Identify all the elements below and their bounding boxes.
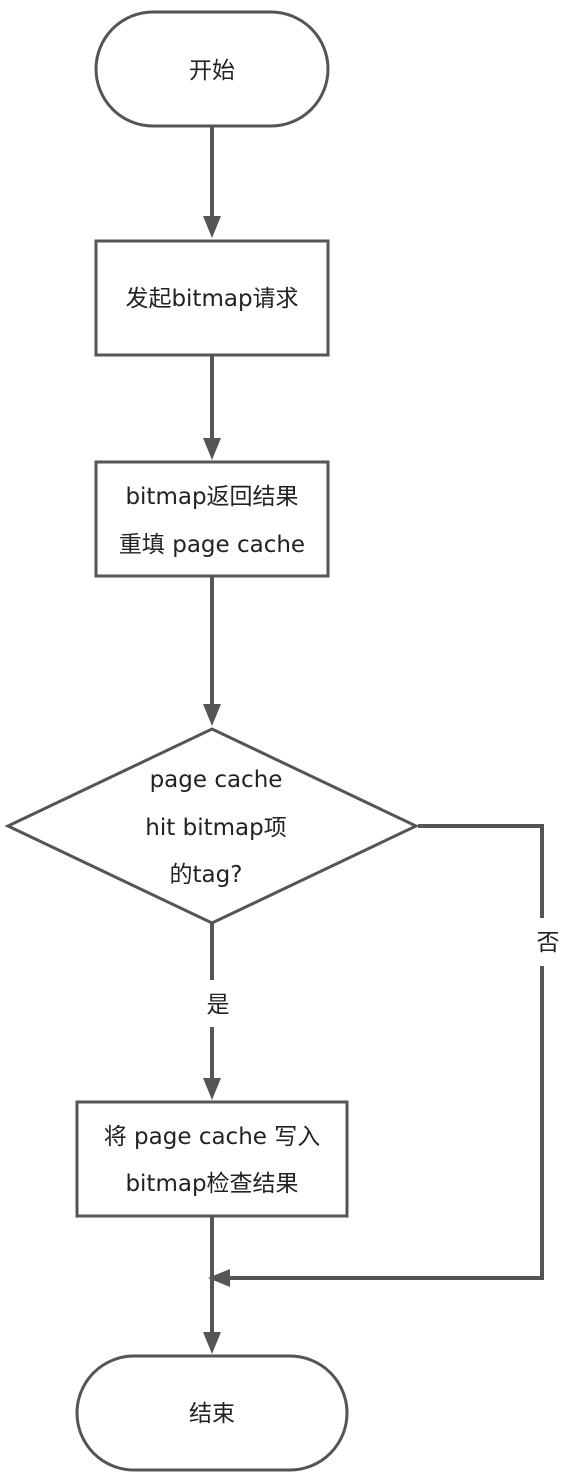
node-refill: bitmap返回结果 重填 page cache [94,460,330,578]
decision-diamond-shape [4,727,420,925]
yes-edge-label: 是 [207,992,230,1018]
write-process-shape [75,1100,349,1218]
decision-label-line3: 的tag? [170,862,243,888]
edge-decision-no-lower [228,966,544,1280]
write-label-line2: bitmap检查结果 [125,1171,298,1197]
decision-label-line2: hit bitmap项 [145,815,286,841]
refill-label-line2: 重填 page cache [119,532,305,558]
send-request-label: 发起bitmap请求 [125,286,298,312]
edges [203,127,544,1354]
node-end: 结束 [75,1354,349,1472]
send-request-process-shape [94,239,330,357]
arrowhead-start-to-request [203,216,221,238]
node-send-request: 发起bitmap请求 [94,239,330,357]
node-write: 将 page cache 写入 bitmap检查结果 [75,1100,349,1218]
refill-label-line1: bitmap返回结果 [125,484,298,510]
edge-decision-no-upper [418,824,544,918]
end-terminator-shape [75,1354,349,1472]
arrowhead-decision-to-write [203,1078,221,1100]
start-label: 开始 [189,58,235,84]
arrowhead-no-merge [208,1269,230,1287]
start-terminator-shape [94,10,330,128]
refill-process-shape [94,460,330,578]
arrowhead-write-to-end [203,1332,221,1354]
node-decision: page cache hit bitmap项 的tag? [4,727,420,925]
write-label-line1: 将 page cache 写入 [104,1124,321,1150]
arrowhead-refill-to-decision [203,704,221,726]
node-start: 开始 [94,10,330,128]
no-edge-label: 否 [537,930,560,956]
decision-label-line1: page cache [150,767,283,793]
end-label: 结束 [189,1401,235,1427]
arrowhead-request-to-refill [203,438,221,460]
